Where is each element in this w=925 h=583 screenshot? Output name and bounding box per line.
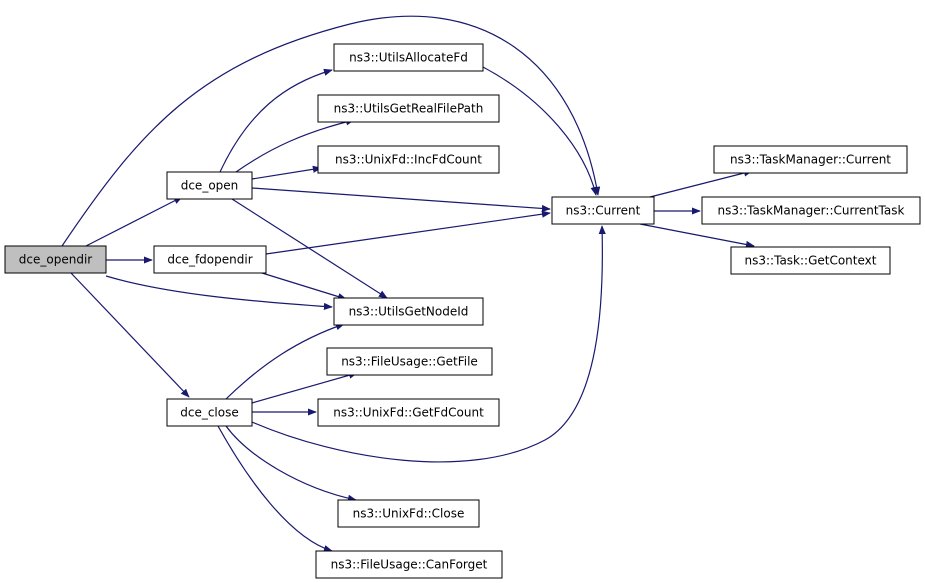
node-label: dce_open [181,179,239,193]
node-label: ns3::UtilsGetNodeId [349,305,469,319]
node-label: ns3::TaskManager::CurrentTask [718,204,905,218]
edge-dce-fdopendir-to-current [265,210,551,255]
node-box [701,196,921,225]
edge-line [235,118,355,173]
node-task-manager-current[interactable]: ns3::TaskManager::Current [713,145,908,174]
node-label: ns3::FileUsage::GetFile [341,355,478,369]
node-box [317,398,500,427]
node-label: ns3::UtilsGetRealFilePath [334,102,484,116]
edge-dce-fdopendir-to-utils-get-node-id [261,272,347,301]
edge-dce-opendir-to-utils-get-node-id [105,275,333,311]
node-file-usage-can-forget[interactable]: ns3::FileUsage::CanForget [315,550,503,579]
edge-line [251,187,551,213]
node-dce-opendir: dce_opendir [4,245,107,274]
node-current[interactable]: ns3::Current [551,196,655,225]
node-label: dce_opendir [19,253,92,267]
edge-line [265,210,551,255]
node-utils-allocate-fd[interactable]: ns3::UtilsAllocateFd [333,43,484,72]
node-box [166,398,253,427]
node-label: ns3::UnixFd::IncFdCount [335,153,482,167]
node-box [315,550,503,579]
node-label: ns3::UnixFd::GetFdCount [333,406,484,420]
edge-line [649,169,753,198]
node-label: ns3::UnixFd::Close [353,507,465,521]
edge-line [83,196,183,248]
node-box [333,297,484,326]
node-label: ns3::Current [566,204,641,218]
node-box [713,145,908,174]
node-box [337,499,480,528]
node-box [333,43,484,72]
node-label: ns3::TaskManager::Current [730,153,891,167]
node-utils-get-node-id[interactable]: ns3::UtilsGetNodeId [333,297,484,326]
node-unixfd-get-fd-count[interactable]: ns3::UnixFd::GetFdCount [317,398,500,427]
node-box [4,245,107,274]
edge-dce-open-to-current [251,187,551,213]
node-box [326,347,493,376]
node-box [317,94,500,123]
edge-line [219,68,333,173]
node-box [551,196,655,225]
node-dce-fdopendir[interactable]: dce_fdopendir [153,245,267,274]
node-task-manager-current-task[interactable]: ns3::TaskManager::CurrentTask [701,196,921,225]
edge-line [251,165,322,180]
edge-utils-allocate-fd-to-current [482,66,598,196]
edge-dce-close-to-file-usage-can-forget [217,425,333,553]
node-label: ns3::Task::GetContext [745,254,877,268]
node-box [730,246,891,275]
edge-line [61,15,601,247]
node-label: dce_close [180,406,239,420]
edge-line [225,323,345,400]
edge-dce-opendir-to-dce-close [70,272,190,398]
nodes-layer: dce_opendir dce_open dce_fdopendir dce_clos… [4,43,921,579]
node-box [166,171,253,200]
edge-line [231,198,388,299]
node-dce-open[interactable]: dce_open [166,171,253,200]
node-box [317,145,500,174]
edge-dce-open-to-utils-get-real-file-path [235,118,355,173]
edges-layer [61,15,755,553]
edge-dce-opendir-to-dce-open [83,196,183,248]
node-dce-close[interactable]: dce_close [166,398,253,427]
edge-line [261,272,347,301]
edge-dce-close-to-current [251,225,606,463]
node-task-get-context[interactable]: ns3::Task::GetContext [730,246,891,275]
node-label: ns3::UtilsAllocateFd [349,51,468,65]
edge-dce-close-to-unixfd-close [225,425,357,502]
edge-current-to-task-manager-current [649,169,753,198]
node-unixfd-inc-fd-count[interactable]: ns3::UnixFd::IncFdCount [317,145,500,174]
edge-dce-close-to-file-usage-get-file [251,371,358,404]
edge-line [482,66,598,196]
edge-dce-open-to-utils-allocate-fd [219,68,333,173]
edge-line [217,425,333,553]
node-file-usage-get-file[interactable]: ns3::FileUsage::GetFile [326,347,493,376]
edge-line [639,223,755,248]
edge-line [105,275,333,311]
edge-line [225,425,357,502]
edge-dce-close-to-utils-get-node-id [225,323,345,400]
node-unixfd-close[interactable]: ns3::UnixFd::Close [337,499,480,528]
edge-dce-open-to-utils-get-node-id [231,198,388,299]
edge-dce-opendir-to-current [61,15,601,247]
node-box [153,245,267,274]
edge-line [70,272,190,398]
node-label: dce_fdopendir [167,253,252,267]
node-utils-get-real-file-path[interactable]: ns3::UtilsGetRealFilePath [317,94,500,123]
edge-line [251,371,358,404]
edge-current-to-task-get-context [639,223,755,248]
edge-dce-open-to-unixfd-inc-fd-count [251,165,322,180]
node-label: ns3::FileUsage::CanForget [331,558,488,572]
edge-line [251,225,606,463]
